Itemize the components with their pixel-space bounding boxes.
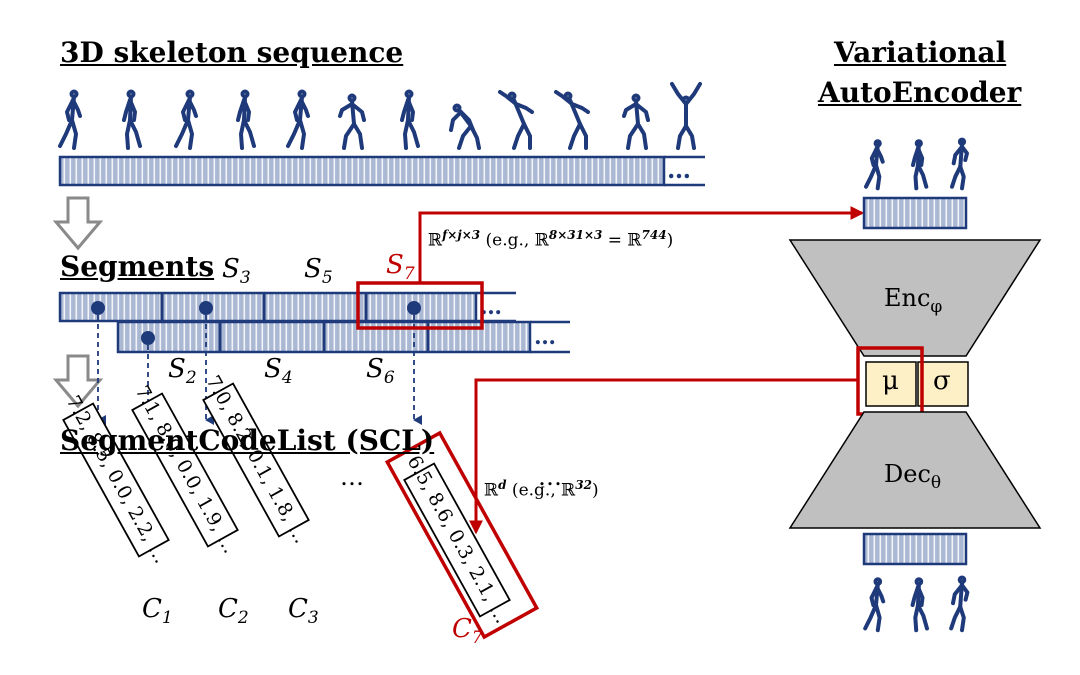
walking-skeleton-icon: [554, 90, 590, 150]
walking-skeleton-icon: [286, 89, 310, 150]
mu-to-c7-arrow: [469, 378, 858, 535]
walking-skeleton-icon: [338, 93, 366, 150]
input-space-annotation: ℝf×j×3 (e.g., ℝ8×31×3 = ℝ744): [428, 228, 674, 251]
segment-label-s6: S6: [366, 354, 395, 389]
walking-skeleton-icon: [670, 82, 702, 150]
segment-row-odd: [58, 291, 516, 323]
walking-skeleton-icon: [864, 139, 885, 191]
mu-label: μ: [882, 366, 899, 396]
heading-skeleton-sequence: 3D skeleton sequence: [60, 36, 404, 69]
segment-label-s4: S4: [264, 354, 293, 389]
vae-input-skeletons: [864, 137, 969, 191]
walking-skeleton-icon: [498, 90, 534, 150]
segment-label-s7: S7: [386, 250, 415, 285]
segment-row1-ellipsis: …: [480, 294, 502, 320]
decoder-block: [788, 411, 1042, 529]
walking-skeleton-icon: [863, 577, 886, 633]
encoder-label: Encφ: [884, 284, 943, 317]
walking-skeleton-icon: [910, 577, 929, 633]
heading-vae-line1: Variational: [834, 36, 1007, 69]
walking-skeleton-icon: [949, 575, 970, 633]
walking-skeleton-icon: [449, 103, 481, 150]
segment-label-s3: S3: [222, 254, 251, 289]
code-label-c2: C2: [218, 594, 249, 629]
code-label-c1: C1: [142, 594, 173, 629]
encoder-block: [788, 239, 1042, 357]
skeleton-sequence-figures: [58, 82, 702, 150]
segment-center-markers: [91, 301, 421, 345]
vae-input-bar: [862, 196, 968, 230]
heading-segments: Segments: [60, 250, 215, 283]
code-list-ellipsis-2: …: [538, 463, 562, 491]
dot-marker-icon: [199, 301, 213, 315]
hollow-down-arrow-icon: [52, 196, 104, 251]
sigma-label: σ: [933, 366, 951, 396]
mu-box: [865, 361, 917, 407]
segment-label-s5: S5: [304, 254, 333, 289]
segment-row2-ellipsis: …: [534, 324, 556, 350]
segment-to-code-arrows: [97, 315, 422, 425]
vae-output-bar: [862, 532, 968, 566]
walking-skeleton-icon: [122, 89, 142, 150]
walking-skeleton-icon: [400, 89, 420, 150]
code-label-c3: C3: [288, 594, 319, 629]
dot-marker-icon: [407, 301, 421, 315]
walking-skeleton-icon: [622, 93, 650, 150]
segment-row-even: [116, 320, 570, 354]
heading-scl: SegmentCodeList (SCL): [60, 424, 435, 457]
walking-skeleton-icon: [911, 139, 929, 191]
c7-highlight-box: [384, 430, 540, 640]
dot-marker-icon: [91, 301, 105, 315]
s7-to-encoder-arrow: [418, 206, 865, 283]
code-box-c2: [131, 392, 239, 548]
code-box-c7: [403, 462, 511, 618]
hollow-down-arrow-icon: [52, 354, 104, 409]
walking-skeleton-icon: [236, 89, 256, 150]
dot-marker-icon: [141, 331, 155, 345]
code-box-c3: [202, 382, 310, 538]
code-box-c1: [62, 402, 170, 558]
walking-skeleton-icon: [58, 89, 82, 150]
vae-output-skeletons: [863, 575, 970, 633]
walking-skeleton-icon: [174, 89, 198, 150]
decoder-label: Decθ: [884, 460, 942, 493]
walking-skeleton-icon: [950, 137, 969, 191]
sequence-bar: [58, 155, 705, 187]
code-list-ellipsis-1: …: [340, 463, 364, 491]
sigma-box: [917, 361, 969, 407]
segment-label-s2: S2: [168, 354, 197, 389]
heading-vae-line2: AutoEncoder: [818, 76, 1022, 109]
code-label-c7: C7: [452, 614, 483, 649]
sequence-ellipsis: …: [667, 155, 691, 184]
latent-space-annotation: ℝd (e.g., ℝ32): [484, 478, 599, 501]
